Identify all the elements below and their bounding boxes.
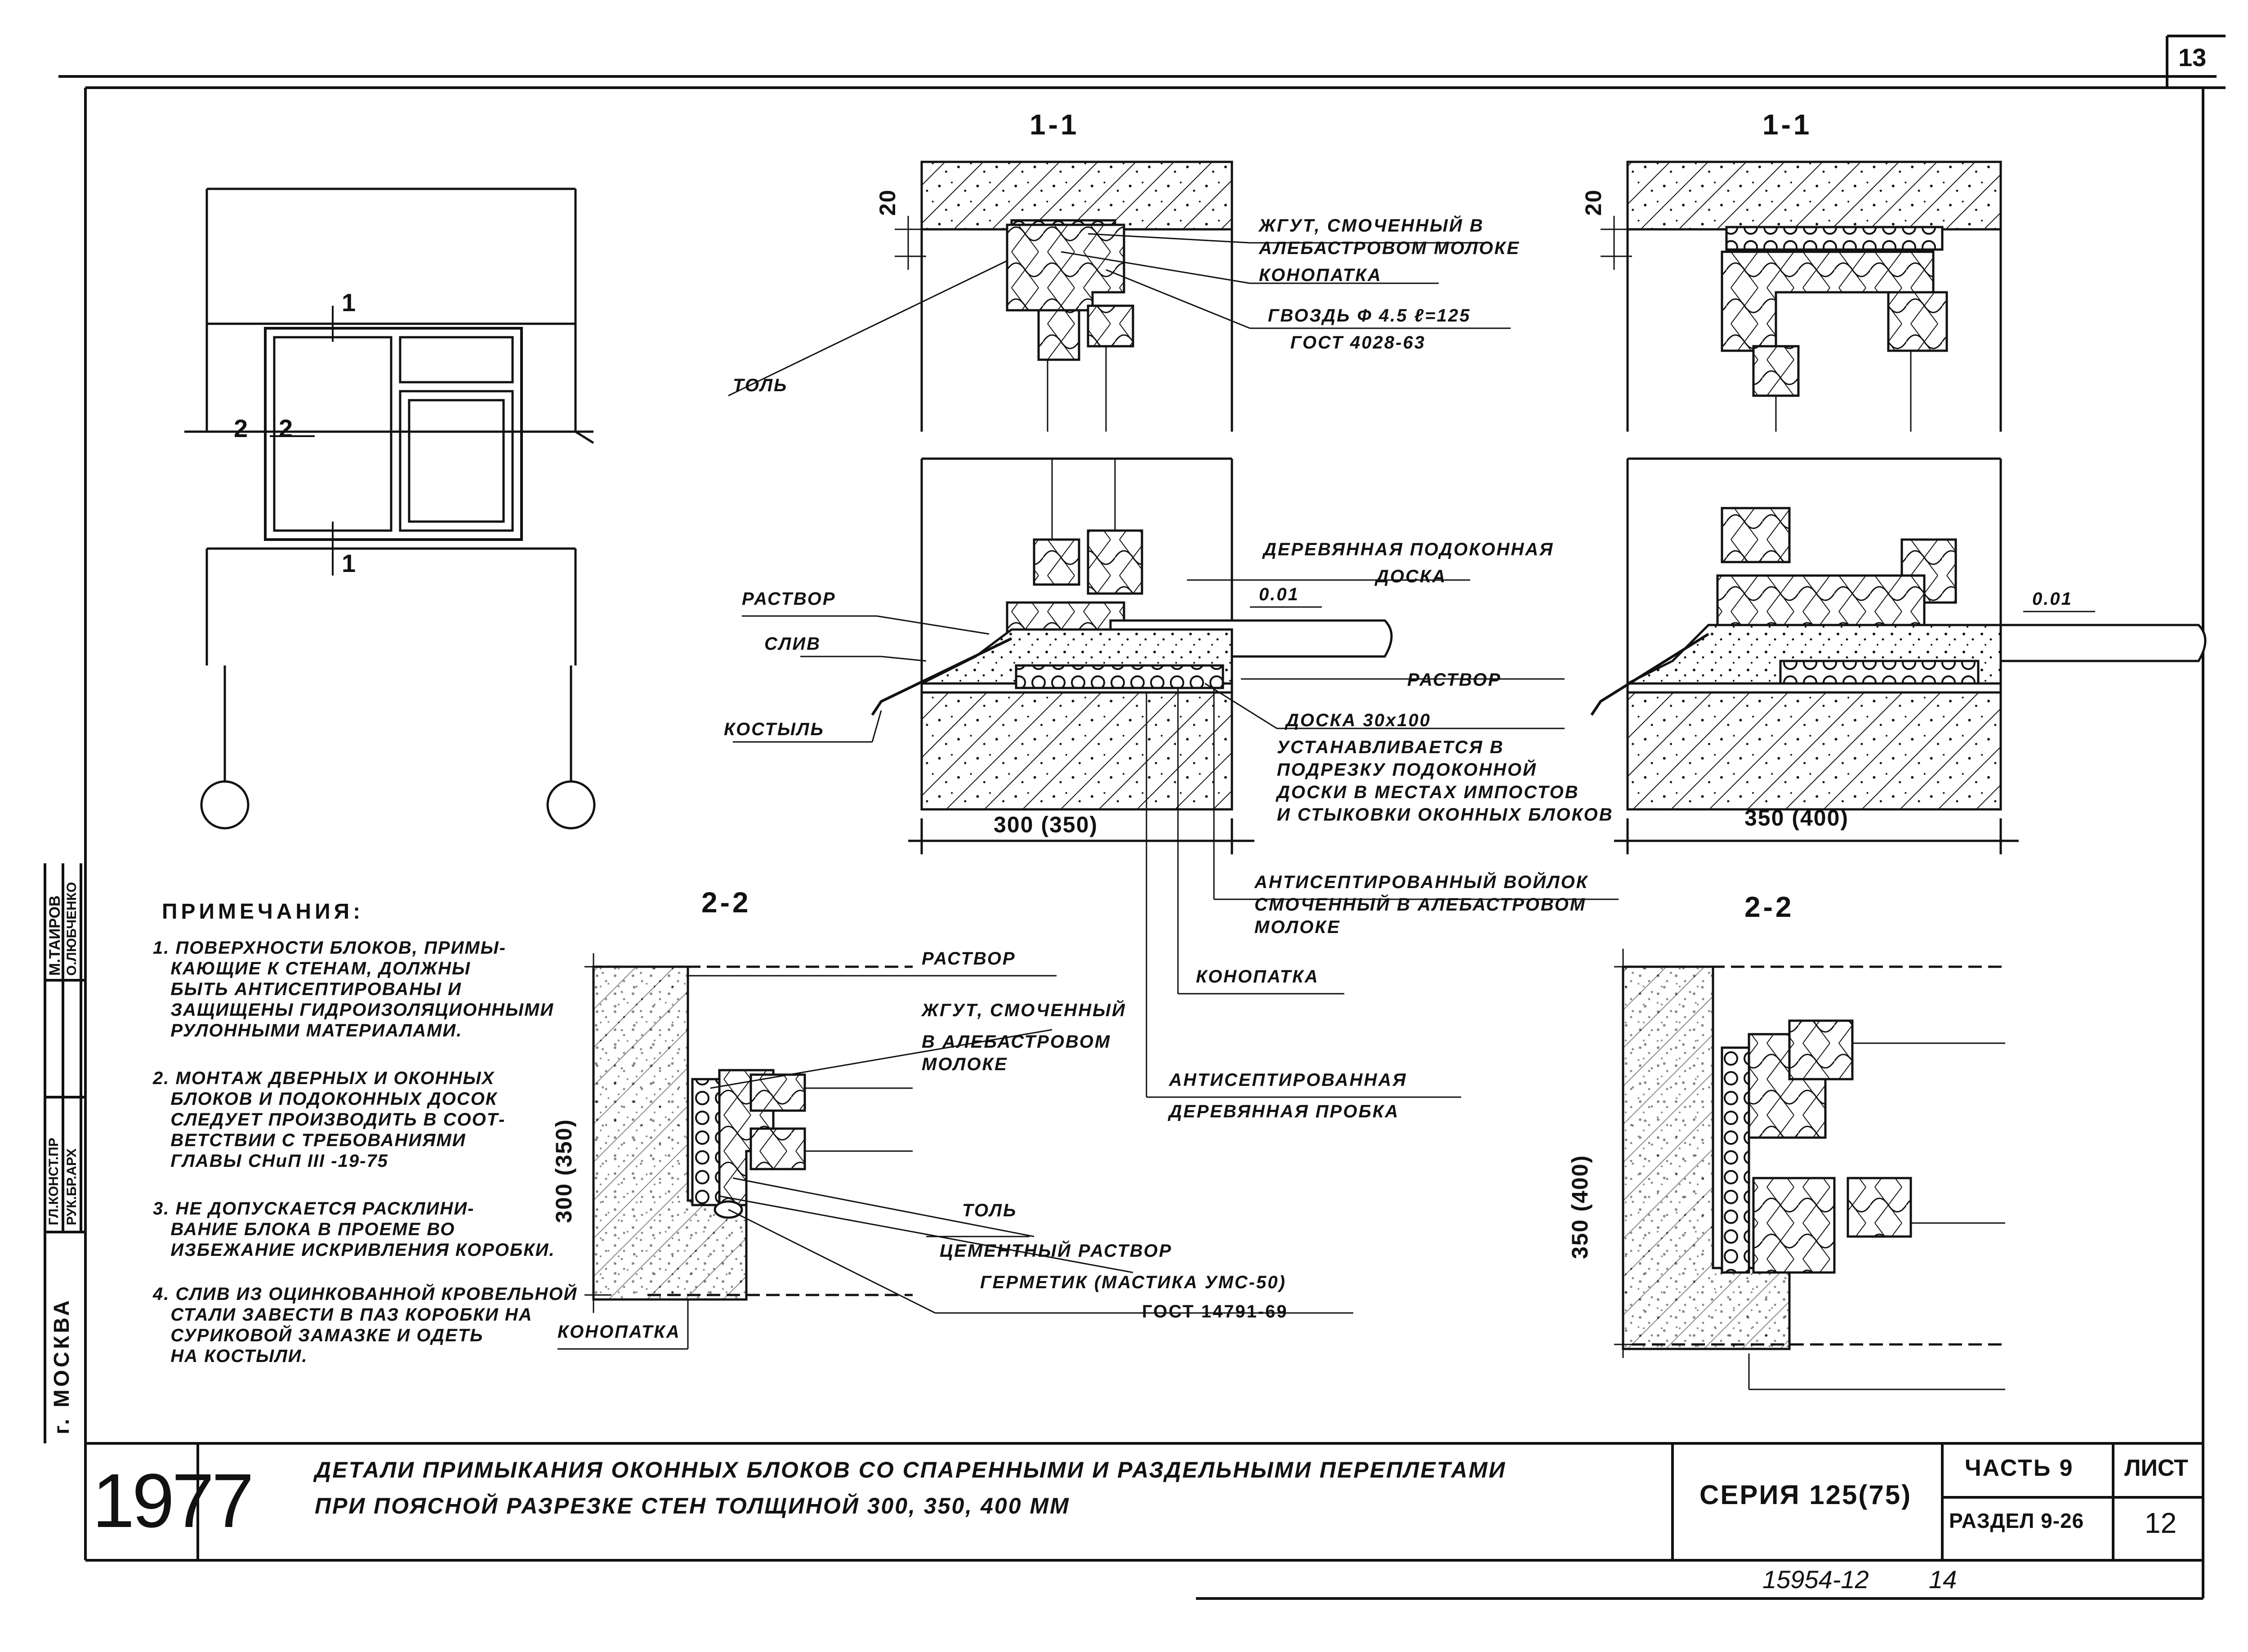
elevation-mark-2: 2 [234,414,248,442]
elevation-mark-1: 1 [342,288,356,317]
label-doska-30x100: ДОСКА 30х100 [1286,710,1431,730]
note-2: 2. МОНТАЖ ДВЕРНЫХ И ОКОННЫХ БЛОКОВ И ПОД… [153,1068,506,1171]
label-zhgut-2: АЛЕБАСТРОВОМ МОЛОКЕ [1259,238,1521,258]
label-doska-podokonnaya-2: ДОСКА [1376,567,1447,586]
stamp-name-2: О.ЛЮБЧЕНКО [64,882,79,976]
archive-suffix: 14 [1929,1565,1957,1594]
sheet-number: 12 [2145,1507,2177,1539]
note-4: 4. СЛИВ ИЗ ОЦИНКОВАННОЙ КРОВЕЛЬНОЙ СТАЛИ… [153,1284,578,1366]
sheet-label: ЛИСТ [2124,1455,2188,1481]
year-stamp: 1977 [92,1458,254,1544]
label-gost-14791: ГОСТ 14791-69 [1142,1302,1288,1322]
section-title-1-1-right: 1-1 [1762,108,1812,141]
sheet-title-line-2: ПРИ ПОЯСНОЙ РАЗРЕЗКЕ СТЕН ТОЛЩИНОЙ 300, … [315,1493,1070,1518]
label-probka-2: ДЕРЕВЯННАЯ ПРОБКА [1169,1102,1400,1121]
label-konopatka-top: КОНОПАТКА [1259,265,1382,285]
label-konopatka-mid: КОНОПАТКА [1196,967,1319,987]
label-zhgut-22-3: МОЛОКЕ [922,1054,1008,1074]
stamp-name-1: М.ТАИРОВ [46,895,63,976]
label-zhgut-22-1: ЖГУТ, СМОЧЕННЫЙ [922,1000,1126,1020]
city-stamp: г. МОСКВА [50,1297,74,1434]
note-3: 3. НЕ ДОПУСКАЕТСЯ РАСКЛИНИ- ВАНИЕ БЛОКА … [153,1199,555,1260]
dim-20-right: 20 [1581,189,1606,216]
label-kostyl: КОСТЫЛЬ [724,719,825,739]
label-rastvor-22: РАСТВОР [922,949,1016,969]
slope-right: 0.01 [2032,589,2073,609]
label-voilok-3: МОЛОКЕ [1254,917,1341,937]
label-rastvor-left: РАСТВОР [742,589,836,609]
section-title-2-2-left: 2-2 [701,886,751,919]
corner-sheet-number: 13 [2178,43,2207,71]
label-konopatka-22: КОНОПАТКА [558,1322,681,1342]
label-gost-4028: ГОСТ 4028-63 [1290,333,1426,353]
elevation-mark-1-bottom: 1 [342,549,356,577]
label-doska-podokonnaya: ДЕРЕВЯННАЯ ПОДОКОННАЯ [1263,540,1554,559]
archive-number: 15954-12 [1762,1565,1869,1594]
section-title-1-1-left: 1-1 [1030,108,1079,141]
label-gvozd: ГВОЗДЬ Ф 4.5 ℓ=125 [1268,306,1471,326]
slope-left: 0.01 [1259,585,1299,604]
dim-h-350-400: 350 (400) [1567,1154,1592,1259]
note-1: 1. ПОВЕРХНОСТИ БЛОКОВ, ПРИМЫ- КАЮЩИЕ К С… [153,938,554,1040]
stamp-row-2: РУК.БР.АРХ [64,1148,79,1225]
label-tol-22: ТОЛЬ [962,1201,1017,1220]
section-title-2-2-right: 2-2 [1744,891,1794,923]
dim-20-left: 20 [875,189,900,216]
label-tol-top: ТОЛЬ [733,375,788,395]
label-cement-rastvor: ЦЕМЕНТНЫЙ РАСТВОР [940,1241,1173,1261]
label-germetik: ГЕРМЕТИК (МАСТИКА УМС-50) [980,1272,1286,1292]
label-probka-1: АНТИСЕПТИРОВАННАЯ [1169,1070,1407,1090]
label-ust-2: ПОДРЕЗКУ ПОДОКОННОЙ [1277,760,1537,780]
label-voilok-2: СМОЧЕННЫЙ В АЛЕБАСТРОВОМ [1254,895,1587,915]
label-rastvor-right: РАСТВОР [1407,670,1502,690]
label-voilok-1: АНТИСЕПТИРОВАННЫЙ ВОЙЛОК [1254,872,1589,892]
label-zhgut: ЖГУТ, СМОЧЕННЫЙ В [1259,216,1484,236]
label-ust-1: УСТАНАВЛИВАЕТСЯ В [1277,737,1504,757]
label-ust-4: И СТЫКОВКИ ОКОННЫХ БЛОКОВ [1277,805,1614,825]
dim-350-400: 350 (400) [1744,805,1849,830]
notes-title: ПРИМЕЧАНИЯ: [162,900,364,924]
label-ust-3: ДОСКИ В МЕСТАХ ИМПОСТОВ [1277,782,1579,802]
stamp-row-1: ГЛ.КОНСТ.ПР [46,1138,61,1225]
dim-300-350: 300 (350) [994,812,1098,837]
section-label: РАЗДЕЛ 9-26 [1949,1509,2084,1532]
elevation-mark-2-right: 2 [279,414,293,442]
part-label: ЧАСТЬ 9 [1965,1455,2074,1481]
label-zhgut-22-2: В АЛЕБАСТРОВОМ [922,1032,1111,1052]
series-label: СЕРИЯ 125(75) [1699,1480,1912,1510]
label-sliv: СЛИВ [764,634,821,654]
sheet-title-line-1: ДЕТАЛИ ПРИМЫКАНИЯ ОКОННЫХ БЛОКОВ СО СПАР… [315,1457,1507,1482]
